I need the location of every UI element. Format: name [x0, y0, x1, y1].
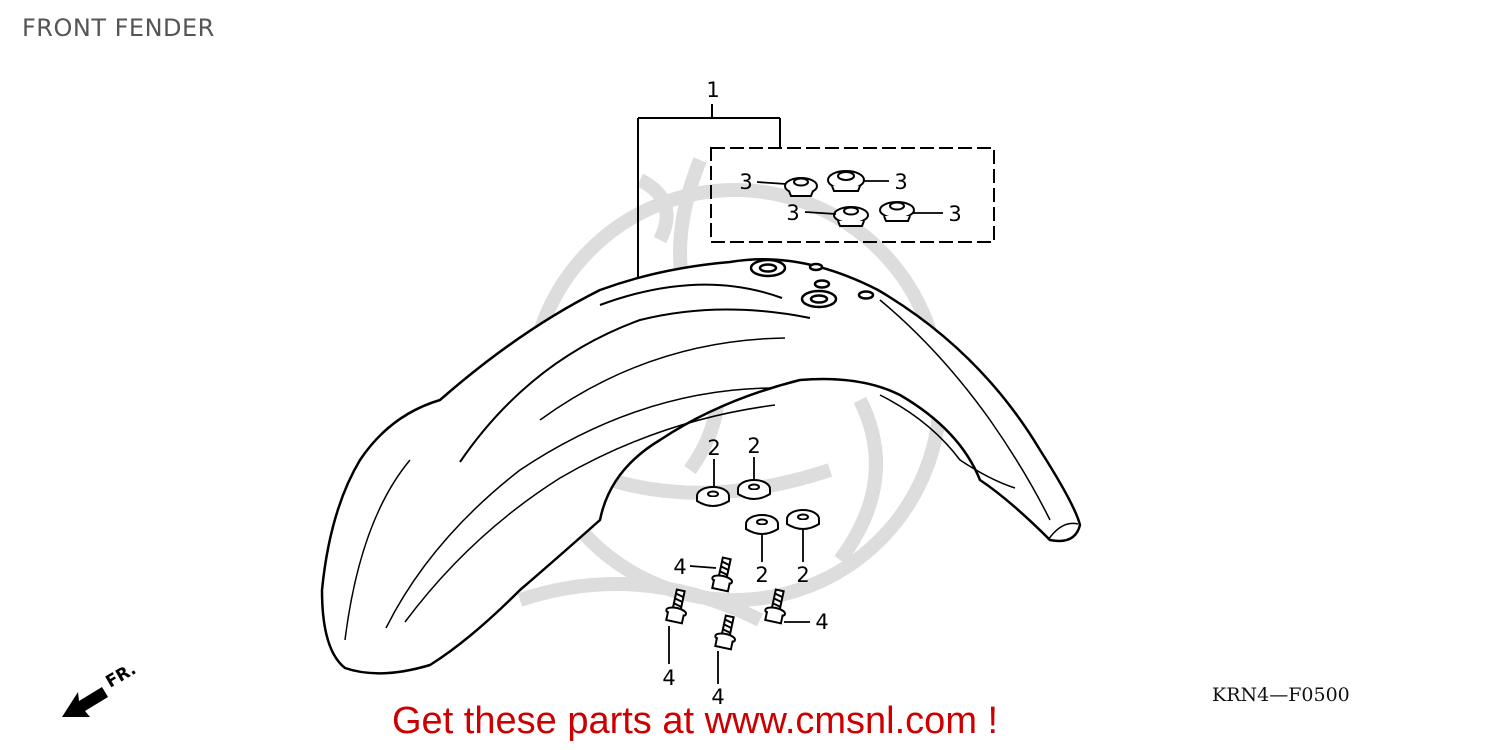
callout-4: 4 [662, 666, 675, 690]
bolt-part-4[interactable] [664, 588, 690, 625]
diagram-code: KRN4—F0500 [1212, 684, 1350, 706]
front-direction-arrow: FR. [62, 659, 140, 717]
callout-4: 4 [673, 555, 686, 579]
fr-label: FR. [103, 659, 140, 692]
callout-3: 3 [948, 202, 961, 226]
leader-lines [668, 180, 943, 684]
promo-link[interactable]: Get these parts at www.cmsnl.com ! [392, 700, 999, 742]
callout-3: 3 [786, 201, 799, 225]
front-fender-part-1[interactable] [320, 257, 1082, 675]
callout-labels: 1 3 3 3 3 2 2 2 2 4 4 4 4 [662, 78, 961, 709]
bolt-part-4[interactable] [710, 556, 736, 593]
callout-2: 2 [747, 434, 760, 458]
grommet-part-3[interactable] [784, 177, 818, 197]
bolt-part-4[interactable] [713, 614, 739, 651]
grommet-part-3[interactable] [827, 170, 865, 192]
page-title: FRONT FENDER [22, 14, 215, 42]
washer-group [696, 479, 820, 535]
washer-part-2[interactable] [786, 509, 820, 530]
callout-2: 2 [796, 563, 809, 587]
grommet-part-3[interactable] [879, 201, 915, 222]
callout-4: 4 [711, 685, 724, 709]
bolt-part-4[interactable] [763, 588, 789, 625]
grommet-part-3[interactable] [833, 206, 869, 227]
callout-2: 2 [755, 563, 768, 587]
assembly-bracket [637, 104, 995, 285]
callout-2: 2 [707, 436, 720, 460]
bolt-group [664, 556, 789, 651]
grommet-group [784, 170, 915, 227]
callout-4: 4 [815, 610, 828, 634]
washer-part-2[interactable] [737, 479, 771, 500]
callout-3: 3 [894, 170, 907, 194]
arrow-left-icon [62, 687, 108, 717]
washer-part-2[interactable] [696, 486, 730, 507]
washer-part-2[interactable] [745, 514, 779, 535]
callout-3: 3 [739, 170, 752, 194]
callout-1: 1 [706, 78, 719, 102]
